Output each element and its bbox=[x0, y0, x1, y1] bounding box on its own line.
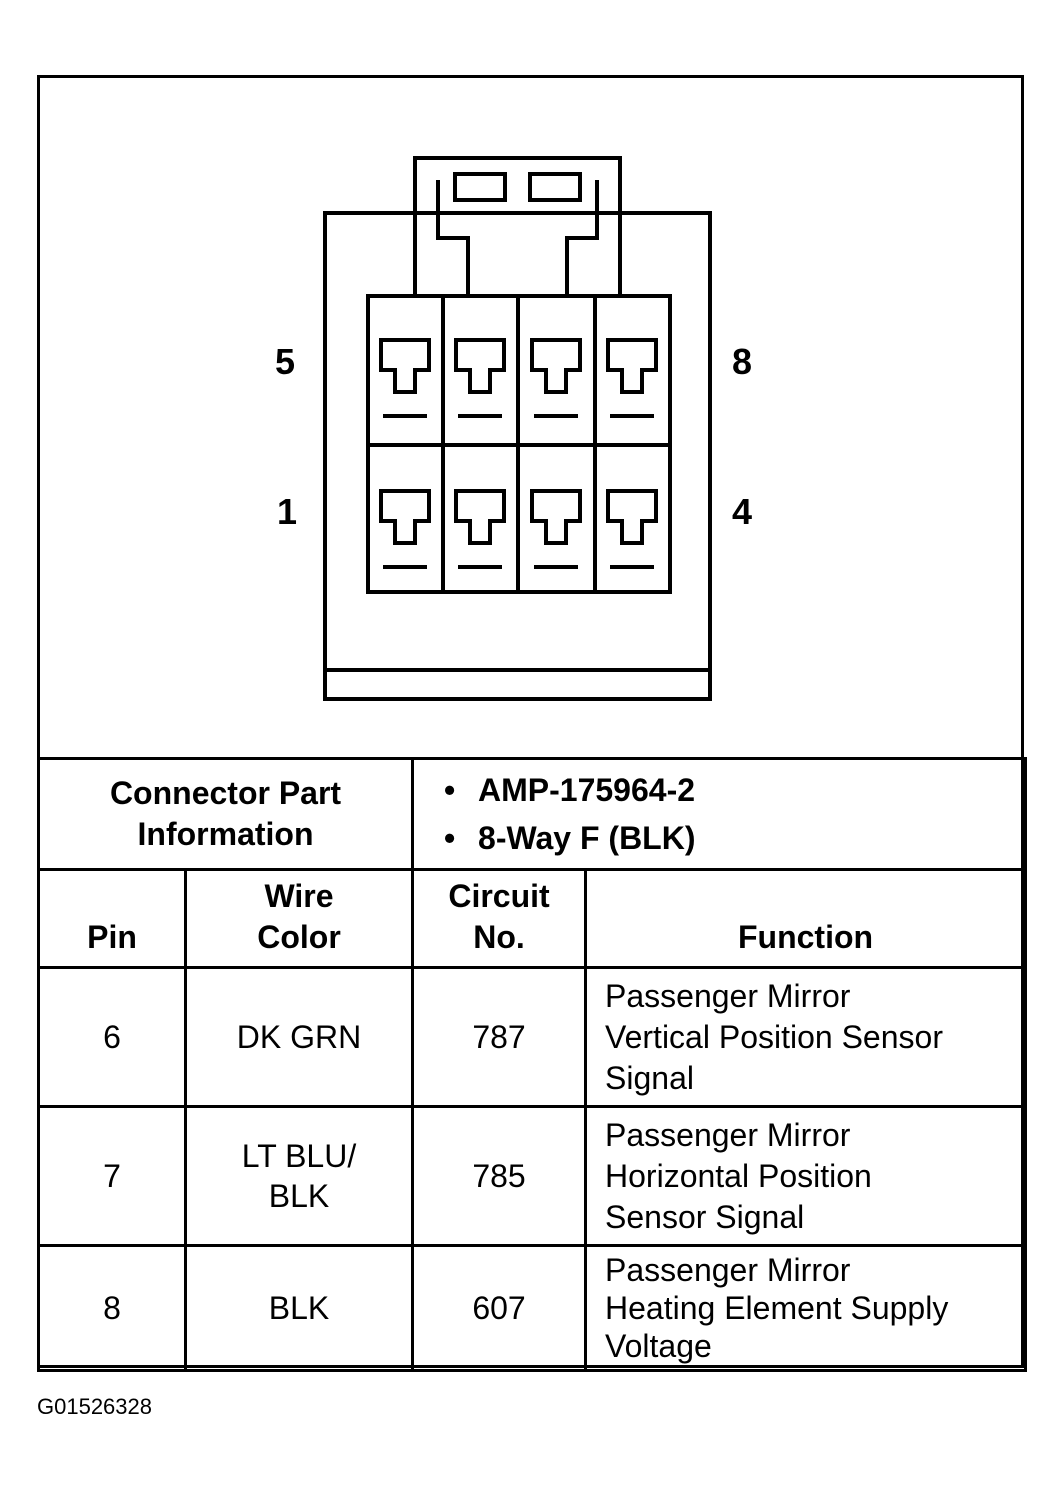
connector-info-values: AMP-175964-2 8-Way F (BLK) bbox=[411, 757, 1028, 871]
pin-label-5: 5 bbox=[275, 341, 296, 382]
wire-color-cell: DK GRN bbox=[183, 966, 415, 1108]
pin-cell: 8 bbox=[37, 1244, 187, 1372]
function-line: Vertical Position Sensor bbox=[605, 1018, 943, 1055]
header-function: Function bbox=[584, 868, 1028, 969]
function-line: Horizontal Position bbox=[605, 1157, 872, 1194]
pin-cell: 7 bbox=[37, 1105, 187, 1247]
header-pin: Pin bbox=[37, 868, 187, 969]
connector-info-label: Connector Part Information bbox=[36, 757, 415, 871]
terminal-cavity bbox=[606, 489, 658, 545]
terminal-cavity bbox=[530, 338, 582, 394]
terminal-cavity bbox=[454, 338, 506, 394]
header-function-text: Function bbox=[737, 919, 874, 955]
function-line: Passenger Mirror bbox=[605, 1252, 851, 1288]
terminal-cavity bbox=[379, 489, 431, 545]
header-wire-color: Wire Color bbox=[183, 868, 415, 969]
circuit-cell: 785 bbox=[411, 1105, 588, 1247]
function-line: Passenger Mirror bbox=[605, 977, 851, 1014]
figure-id: G01526328 bbox=[37, 1394, 152, 1419]
connector-pinout-table: Connector Part Information AMP-175964-2 … bbox=[36, 757, 1028, 1372]
wire-color-line: DK GRN bbox=[236, 1019, 362, 1055]
wire-color-line: BLK bbox=[268, 1178, 330, 1214]
header-pin-text: Pin bbox=[87, 919, 137, 955]
header-circuit: Circuit No. bbox=[411, 868, 588, 969]
header-circuit-line1: Circuit bbox=[448, 878, 550, 914]
latch-arm-left bbox=[436, 180, 470, 296]
connector-info-row: Connector Part Information AMP-175964-2 … bbox=[36, 757, 1028, 871]
pin-label-8: 8 bbox=[732, 341, 753, 382]
connector-face-diagram: 5 8 1 4 bbox=[40, 78, 1027, 760]
connector-latch bbox=[413, 156, 622, 298]
terminal-cavity bbox=[530, 489, 582, 545]
function-line: Passenger Mirror bbox=[605, 1116, 851, 1153]
terminal-cavity bbox=[454, 489, 506, 545]
connector-info-label-line2: Information bbox=[137, 816, 314, 852]
circuit-cell: 787 bbox=[411, 966, 588, 1108]
function-cell: Passenger Mirror Vertical Position Senso… bbox=[584, 966, 1028, 1108]
wire-color-cell: BLK bbox=[183, 1244, 415, 1372]
connector-figure-frame: 5 8 1 4 Connector Part Information AMP-1… bbox=[36, 75, 1028, 1372]
header-wire-color-line2: Color bbox=[257, 919, 341, 955]
header-wire-color-line1: Wire bbox=[264, 878, 334, 914]
connector-body bbox=[323, 211, 712, 701]
connector-description: 8-Way F (BLK) bbox=[444, 814, 1024, 862]
latch-slot-right bbox=[528, 172, 582, 202]
function-line: Heating Element Supply bbox=[605, 1290, 949, 1326]
connector-part-number: AMP-175964-2 bbox=[444, 766, 1024, 814]
connector-drawing bbox=[323, 156, 712, 701]
column-header-row: Pin Wire Color Circuit No. Function bbox=[37, 868, 1028, 969]
wire-color-cell: LT BLU/ BLK bbox=[183, 1105, 415, 1247]
wire-color-line: BLK bbox=[268, 1290, 330, 1326]
function-cell: Passenger Mirror Horizontal Position Sen… bbox=[584, 1105, 1028, 1247]
table-row: 8 BLK 607 Passenger Mirror Heating Eleme… bbox=[37, 1244, 1028, 1372]
terminal-cavity bbox=[606, 338, 658, 394]
pin-cell: 6 bbox=[37, 966, 187, 1108]
table-row: 6 DK GRN 787 Passenger Mirror Vertical P… bbox=[37, 966, 1028, 1108]
circuit-cell: 607 bbox=[411, 1244, 588, 1372]
table-row: 7 LT BLU/ BLK 785 Passenger Mirror Horiz… bbox=[37, 1105, 1028, 1247]
function-line: Signal bbox=[605, 1059, 694, 1096]
latch-arm-right bbox=[565, 180, 599, 296]
function-cell: Passenger Mirror Heating Element Supply … bbox=[584, 1244, 1028, 1372]
terminal-cavity bbox=[379, 338, 431, 394]
function-line: Voltage bbox=[605, 1328, 712, 1364]
pin-label-4: 4 bbox=[732, 491, 753, 532]
connector-info-label-line1: Connector Part bbox=[109, 775, 342, 811]
function-line: Sensor Signal bbox=[605, 1198, 805, 1235]
header-circuit-line2: No. bbox=[473, 919, 525, 955]
latch-slot-left bbox=[453, 172, 507, 202]
wire-color-line: LT BLU/ bbox=[241, 1138, 357, 1174]
pin-label-1: 1 bbox=[277, 491, 298, 532]
